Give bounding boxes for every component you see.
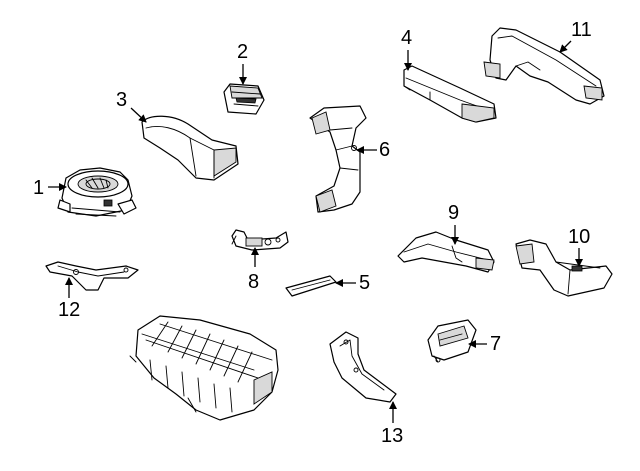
callout-11: 11 xyxy=(571,19,592,41)
leader-lines xyxy=(48,40,583,423)
part-duct-grille xyxy=(223,83,265,115)
part-flat-strip xyxy=(285,275,337,297)
callout-2: 2 xyxy=(237,41,249,63)
part-long-bracket xyxy=(329,331,397,403)
part-vertical-duct xyxy=(309,105,367,213)
part-battery-assembly xyxy=(129,315,279,421)
part-side-duct xyxy=(397,231,495,273)
part-bracket xyxy=(231,229,289,251)
callout-5: 5 xyxy=(359,272,371,294)
callout-4: 4 xyxy=(401,27,413,49)
callout-8: 8 xyxy=(248,271,260,293)
part-elbow-duct xyxy=(515,239,613,297)
part-small-bracket xyxy=(427,319,477,363)
callout-13: 13 xyxy=(381,425,404,447)
callout-9: 9 xyxy=(448,202,460,224)
callout-1: 1 xyxy=(33,177,45,199)
part-upper-duct xyxy=(483,27,605,105)
part-curved-duct xyxy=(141,115,239,181)
part-bracket-plate xyxy=(45,261,139,291)
leader-11 xyxy=(559,40,572,53)
leader-3 xyxy=(130,107,147,123)
part-blower-fan xyxy=(57,167,137,217)
callout-10: 10 xyxy=(568,226,591,248)
callout-12: 12 xyxy=(58,299,81,321)
part-long-duct xyxy=(403,65,497,123)
callout-7: 7 xyxy=(490,333,502,355)
callout-3: 3 xyxy=(116,89,128,111)
callout-6: 6 xyxy=(379,139,391,161)
